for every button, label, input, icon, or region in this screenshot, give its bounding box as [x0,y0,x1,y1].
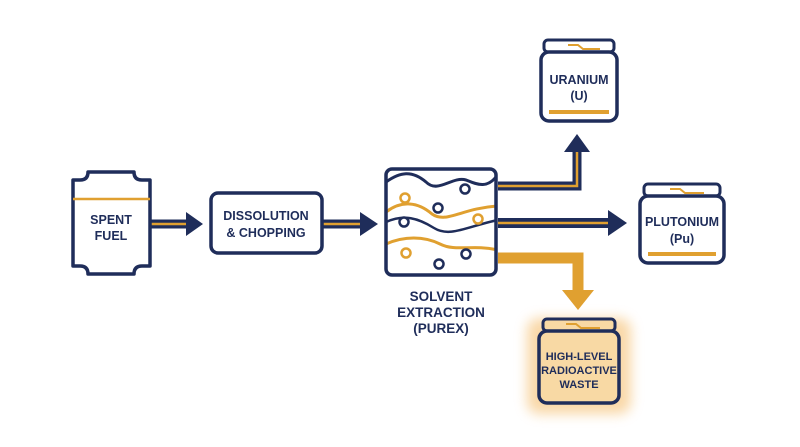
arrow-extraction-to-uranium [498,134,590,191]
extraction-label-line3: (PUREX) [413,321,469,336]
waste-label-line1: HIGH-LEVEL [546,351,613,363]
arrow-extraction-to-waste [498,252,594,310]
uranium-jar: URANIUM (U) [539,38,619,123]
plutonium-label-line2: (Pu) [670,232,694,246]
plutonium-label-line1: PLUTONIUM [645,215,719,229]
solvent-extraction-vessel: SOLVENT EXTRACTION (PUREX) [384,167,498,336]
uranium-label-line1: URANIUM [549,73,608,87]
dissolution-box: DISSOLUTION & CHOPPING [209,191,324,255]
extraction-label-line2: EXTRACTION [397,305,485,320]
extraction-label-line1: SOLVENT [410,289,474,304]
arrow-extraction-to-plutonium [498,210,627,236]
spent-fuel-label-line1: SPENT [90,213,132,227]
spent-fuel-canister: SPENT FUEL [71,170,152,276]
dissolution-label-line2: & CHOPPING [226,226,305,240]
uranium-label-line2: (U) [570,89,587,103]
spent-fuel-label-line2: FUEL [95,229,128,243]
arrow-fuel-to-dissolution [148,212,203,236]
arrow-dissolution-to-extraction [322,212,378,236]
waste-label-line3: WASTE [559,379,598,391]
high-level-waste-jar: HIGH-LEVEL RADIOACTIVE WASTE [527,317,631,414]
dissolution-label-line1: DISSOLUTION [223,209,308,223]
waste-label-line2: RADIOACTIVE [541,365,617,377]
plutonium-jar: PLUTONIUM (Pu) [638,182,726,265]
